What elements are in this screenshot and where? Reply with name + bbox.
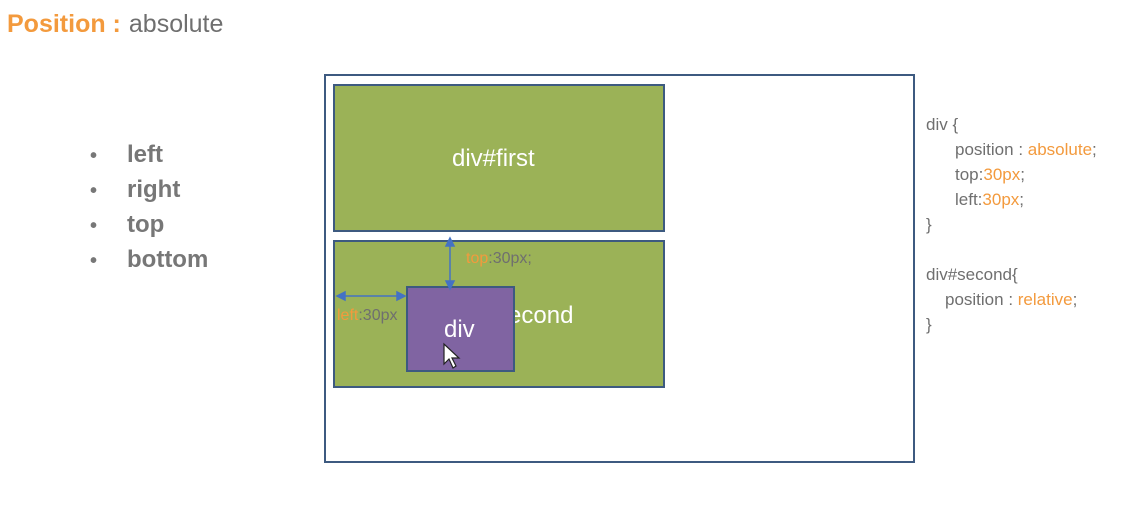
code-line: position : relative;	[945, 290, 1078, 309]
cursor-icon	[443, 342, 461, 369]
div-first-box	[333, 84, 665, 232]
code-close-brace: }	[926, 215, 932, 234]
bullet-icon: •	[90, 250, 98, 272]
property-list: •left •right •top •bottom	[90, 140, 208, 280]
code-line: position : absolute;	[955, 140, 1097, 159]
slide-title: Position :absolute	[7, 10, 223, 39]
arrowhead-icon	[444, 236, 456, 247]
list-item: •right	[90, 175, 208, 210]
title-value: absolute	[128, 10, 224, 38]
arrowhead-icon	[335, 290, 346, 302]
code-selector: div#second{	[926, 265, 1018, 284]
list-item: •left	[90, 140, 208, 175]
arrowhead-icon	[444, 280, 456, 291]
top-offset-annotation: top:30px;	[466, 250, 532, 267]
code-close-brace: }	[926, 315, 932, 334]
code-selector: div {	[926, 115, 959, 134]
div-absolute-label: div	[444, 316, 475, 343]
code-line: top:30px;	[955, 165, 1025, 184]
code-line: left:30px;	[955, 190, 1025, 209]
arrowhead-icon	[396, 290, 407, 302]
div-first-label: div#first	[452, 145, 535, 172]
bullet-icon: •	[90, 180, 98, 202]
bullet-icon: •	[90, 145, 98, 167]
bullet-icon: •	[90, 215, 98, 237]
css-code-snippet: div { position : absolute; top:30px; lef…	[926, 112, 1097, 337]
title-keyword: Position :	[7, 10, 121, 38]
outer-container-box	[324, 74, 915, 463]
div-absolute-box	[406, 286, 515, 372]
list-item: •bottom	[90, 245, 208, 280]
left-offset-annotation: left:30px	[337, 307, 398, 324]
list-item: •top	[90, 210, 208, 245]
